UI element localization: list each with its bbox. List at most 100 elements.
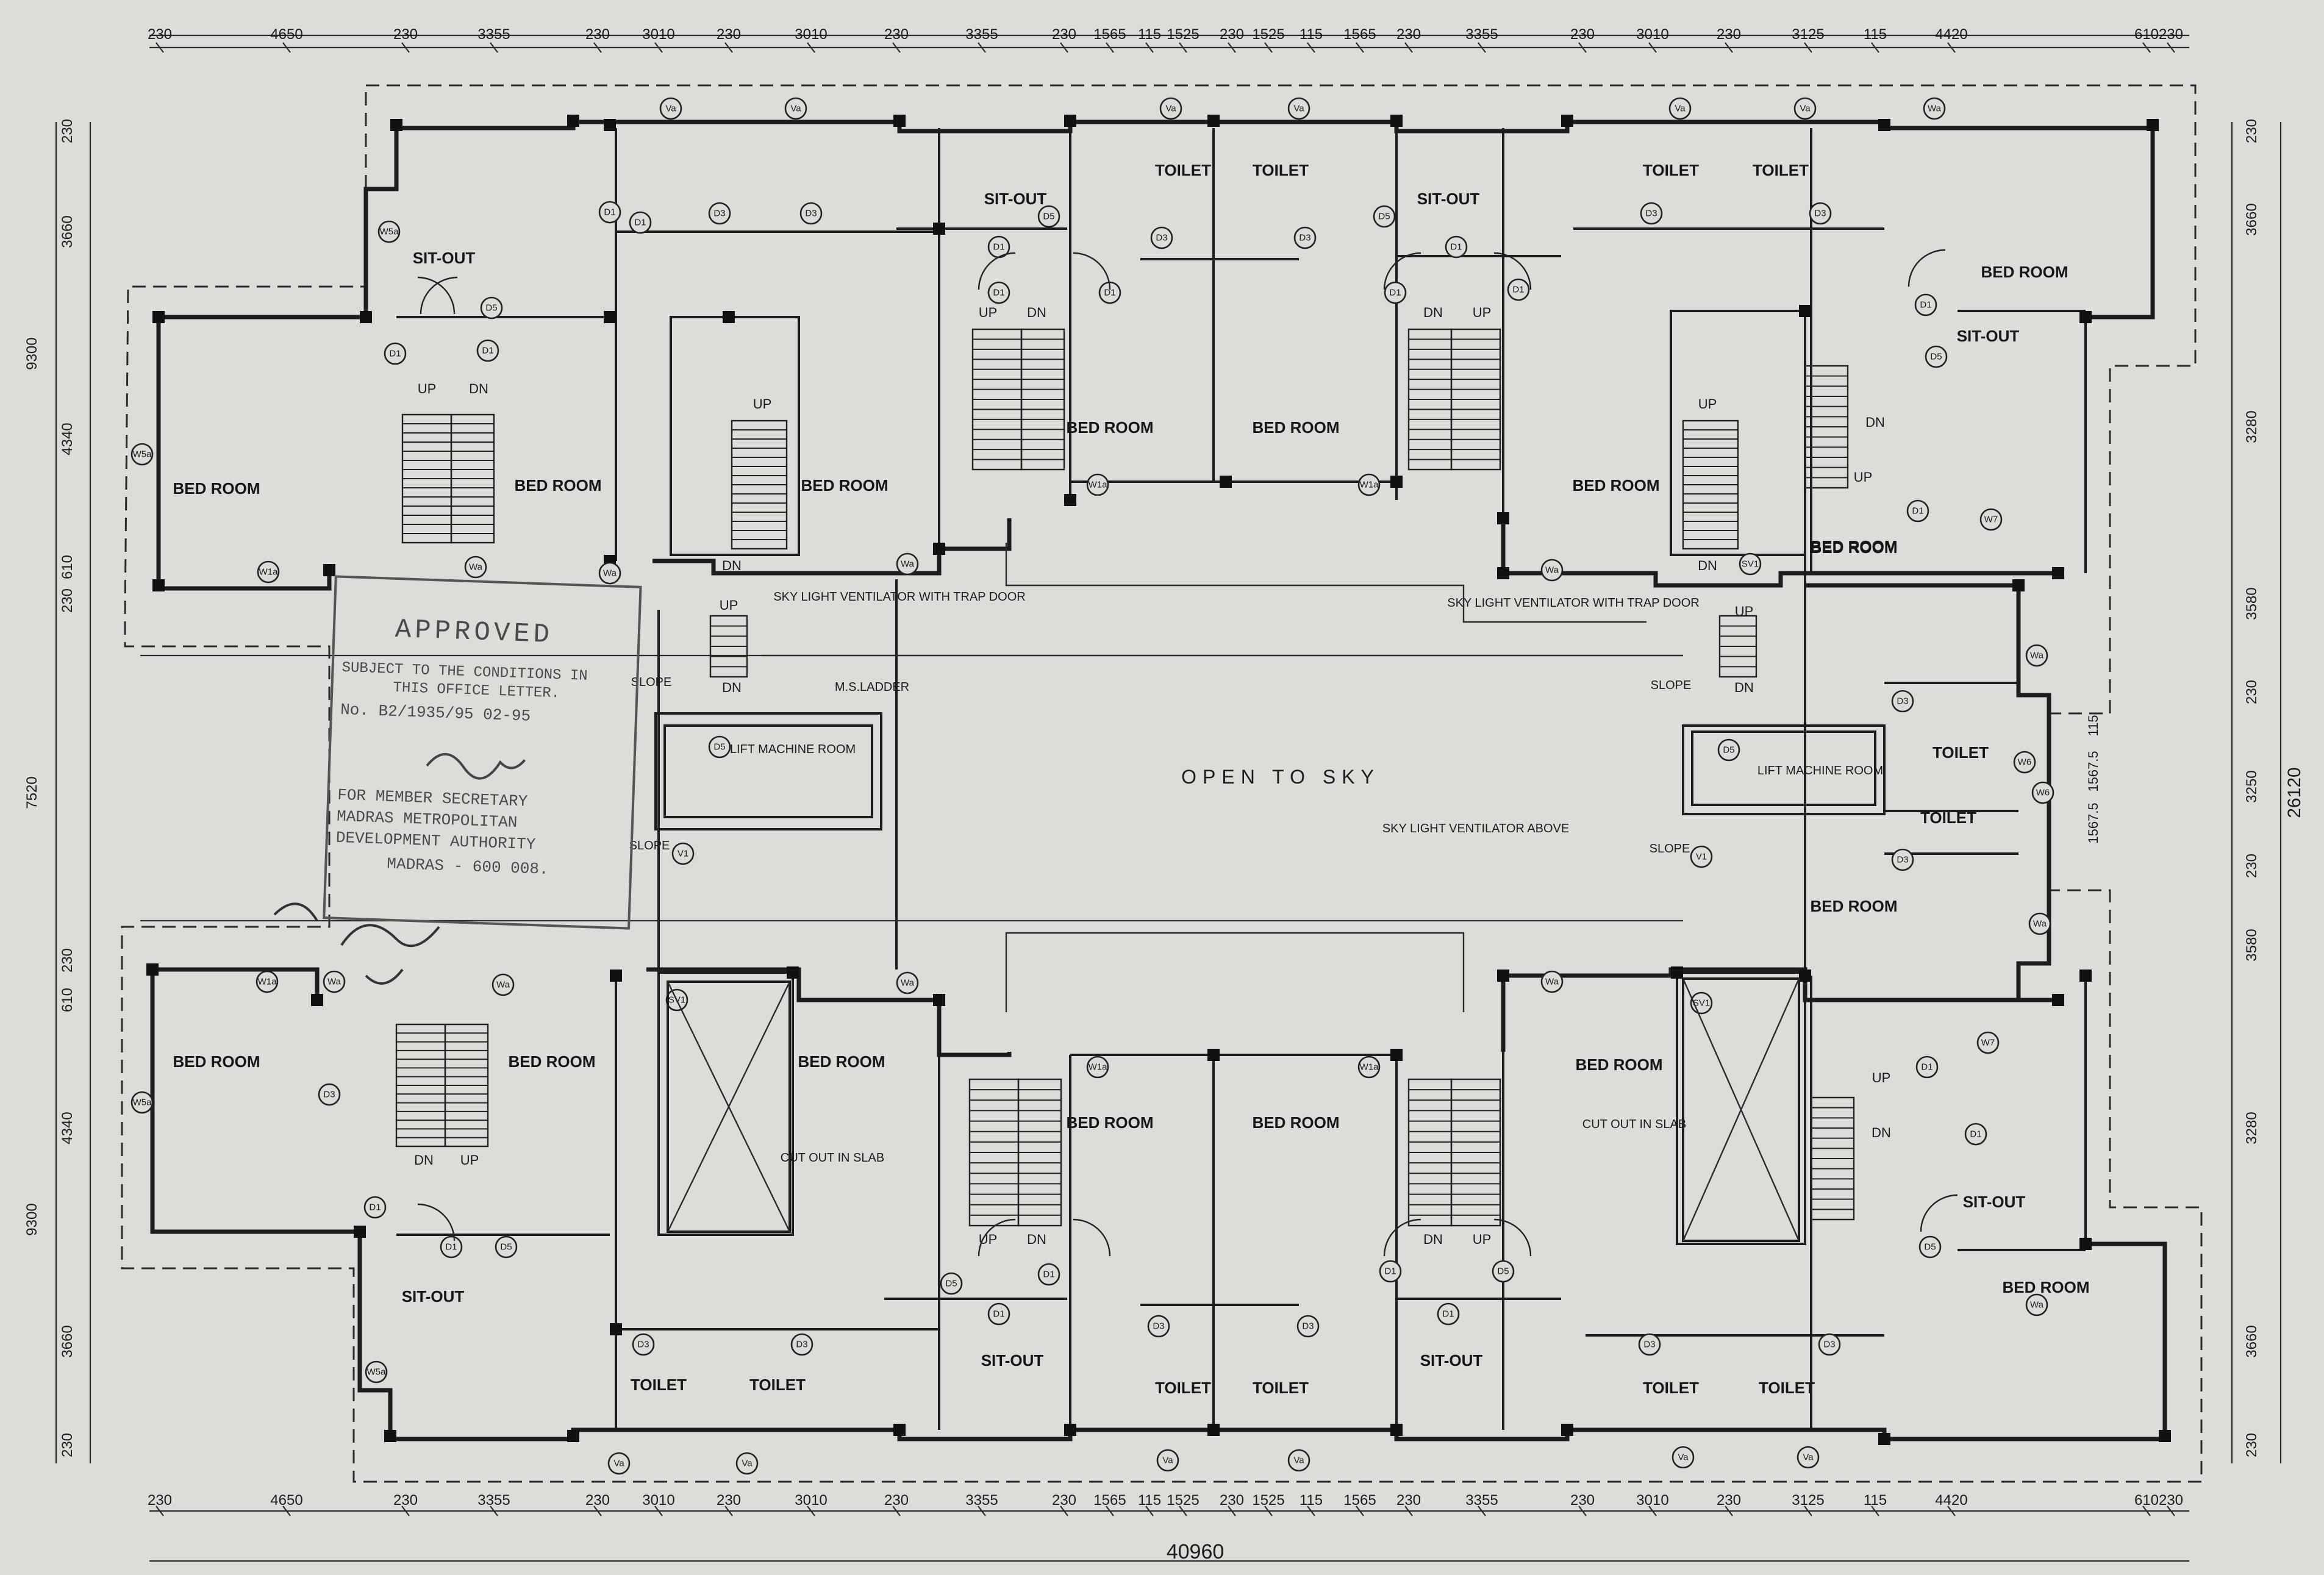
column bbox=[1497, 970, 1509, 982]
tag-label: D5 bbox=[1930, 352, 1942, 362]
top-dimension-text: 230 bbox=[1052, 26, 1076, 43]
bottom-dimension-text: 230 bbox=[585, 1492, 610, 1509]
tag-marker bbox=[1159, 97, 1182, 120]
tag-label: D1 bbox=[604, 207, 615, 218]
tag-label: D1 bbox=[1104, 288, 1115, 298]
bottom-dimension-text: 3125 bbox=[1792, 1492, 1824, 1509]
dimension-tick bbox=[1404, 1505, 1413, 1516]
tag-marker bbox=[2031, 781, 2054, 804]
tag-label: D3 bbox=[713, 209, 725, 219]
stair-direction-label: UP bbox=[1698, 396, 1717, 412]
approval-stamp: APPROVED SUBJECT TO THE CONDITIONS IN TH… bbox=[323, 575, 642, 930]
bottom-dimension-text: 115 bbox=[1138, 1492, 1161, 1509]
tag-label: D5 bbox=[713, 742, 725, 752]
tag-label: Va bbox=[1675, 104, 1686, 114]
tag-marker bbox=[1914, 293, 1937, 316]
column bbox=[933, 994, 945, 1006]
left-dimension-text: 230 bbox=[59, 1433, 76, 1457]
right-dimension-text: 3280 bbox=[2244, 410, 2260, 443]
tag-marker bbox=[1147, 1315, 1170, 1338]
dimension-tick bbox=[1478, 42, 1486, 53]
slope-label: SLOPE bbox=[1651, 679, 1692, 692]
top-dimension-text: 1525 bbox=[1252, 26, 1284, 43]
dimension-tick bbox=[1106, 42, 1114, 53]
right-dimension-text: 230 bbox=[2244, 680, 2260, 704]
tag-marker bbox=[1891, 848, 1914, 871]
top-dimension-chain bbox=[149, 34, 2189, 49]
tag-marker bbox=[1437, 1302, 1460, 1326]
room-label: SIT-OUT bbox=[981, 1351, 1044, 1370]
stamp-line7: DEVELOPMENT AUTHORITY bbox=[335, 829, 536, 854]
dimension-tick bbox=[1307, 1505, 1315, 1516]
column bbox=[1064, 115, 1076, 127]
column bbox=[1064, 494, 1076, 506]
tag-label: Va bbox=[1293, 1455, 1304, 1466]
cut-out-in-slab-left bbox=[667, 980, 791, 1233]
stamp-line2: SUBJECT TO THE CONDITIONS IN bbox=[341, 660, 588, 685]
dimension-tick bbox=[892, 42, 901, 53]
tag-marker bbox=[1379, 1260, 1402, 1283]
room-label: BED ROOM bbox=[1253, 1113, 1340, 1132]
dimension-tick bbox=[1725, 42, 1733, 53]
right-dimension-text: 230 bbox=[2244, 119, 2260, 143]
dimension-tick bbox=[1356, 1505, 1364, 1516]
tag-marker bbox=[1976, 1031, 2000, 1054]
tag-label: Wa bbox=[2030, 651, 2044, 661]
tag-label: D1 bbox=[993, 1309, 1004, 1320]
column bbox=[1497, 512, 1509, 524]
tag-marker bbox=[1668, 97, 1692, 120]
tag-marker bbox=[2025, 1293, 2048, 1316]
column bbox=[604, 311, 616, 323]
tag-label: W1a bbox=[1089, 1062, 1108, 1073]
room-label: TOILET bbox=[1920, 809, 1976, 827]
tag-label: D1 bbox=[1043, 1270, 1054, 1280]
column bbox=[1390, 476, 1403, 488]
dimension-tick bbox=[724, 42, 733, 53]
tag-label: D1 bbox=[389, 349, 401, 359]
room-label: BED ROOM bbox=[2003, 1278, 2090, 1296]
tag-label: Wa bbox=[327, 977, 341, 987]
stamp-line8: MADRAS - 600 008. bbox=[387, 855, 549, 879]
column bbox=[1064, 1424, 1076, 1436]
room-label: SIT-OUT bbox=[413, 249, 476, 267]
stamp-line1: APPROVED bbox=[395, 615, 554, 651]
tag-label: D3 bbox=[1643, 1340, 1655, 1350]
stair-direction-label: UP bbox=[979, 1232, 998, 1247]
tag-label: D1 bbox=[1384, 1266, 1396, 1277]
room-label: BED ROOM bbox=[801, 476, 888, 495]
column bbox=[2079, 311, 2092, 323]
bottom-dimension-text: 230 bbox=[717, 1492, 741, 1509]
tag-marker bbox=[1287, 97, 1310, 120]
tag-marker bbox=[1037, 205, 1060, 228]
top-dimension-text: 115 bbox=[1300, 26, 1323, 43]
bottom-dimension-text: 4420 bbox=[1935, 1492, 1967, 1509]
tag-marker bbox=[1797, 1446, 1820, 1469]
room-label: BED ROOM bbox=[1253, 418, 1340, 437]
right-middle-walls bbox=[1682, 583, 2051, 1000]
room-label: TOILET bbox=[1753, 161, 1809, 179]
column bbox=[323, 564, 335, 576]
stamp-line6: MADRAS METROPOLITAN bbox=[337, 807, 518, 832]
dimension-tick bbox=[724, 1505, 733, 1516]
room-label: TOILET bbox=[1759, 1379, 1815, 1397]
column bbox=[152, 579, 165, 591]
tag-marker bbox=[377, 220, 401, 243]
dimension-tick bbox=[1356, 42, 1364, 53]
column bbox=[152, 311, 165, 323]
tag-label: Va bbox=[613, 1459, 624, 1469]
cut-out-label: CUT OUT IN SLAB bbox=[1582, 1118, 1686, 1131]
tag-marker bbox=[1384, 281, 1407, 304]
column bbox=[360, 311, 372, 323]
top-dimension-text: 3355 bbox=[477, 26, 510, 43]
column bbox=[610, 1323, 622, 1335]
tag-marker bbox=[607, 1452, 631, 1475]
tag-marker bbox=[1492, 1260, 1515, 1283]
column bbox=[1207, 1424, 1220, 1436]
right-dimension-text: 3660 bbox=[2244, 203, 2260, 235]
column bbox=[1671, 966, 1683, 979]
room-label: BED ROOM bbox=[173, 479, 260, 498]
column bbox=[723, 311, 735, 323]
tag-label: W5a bbox=[133, 1098, 152, 1108]
